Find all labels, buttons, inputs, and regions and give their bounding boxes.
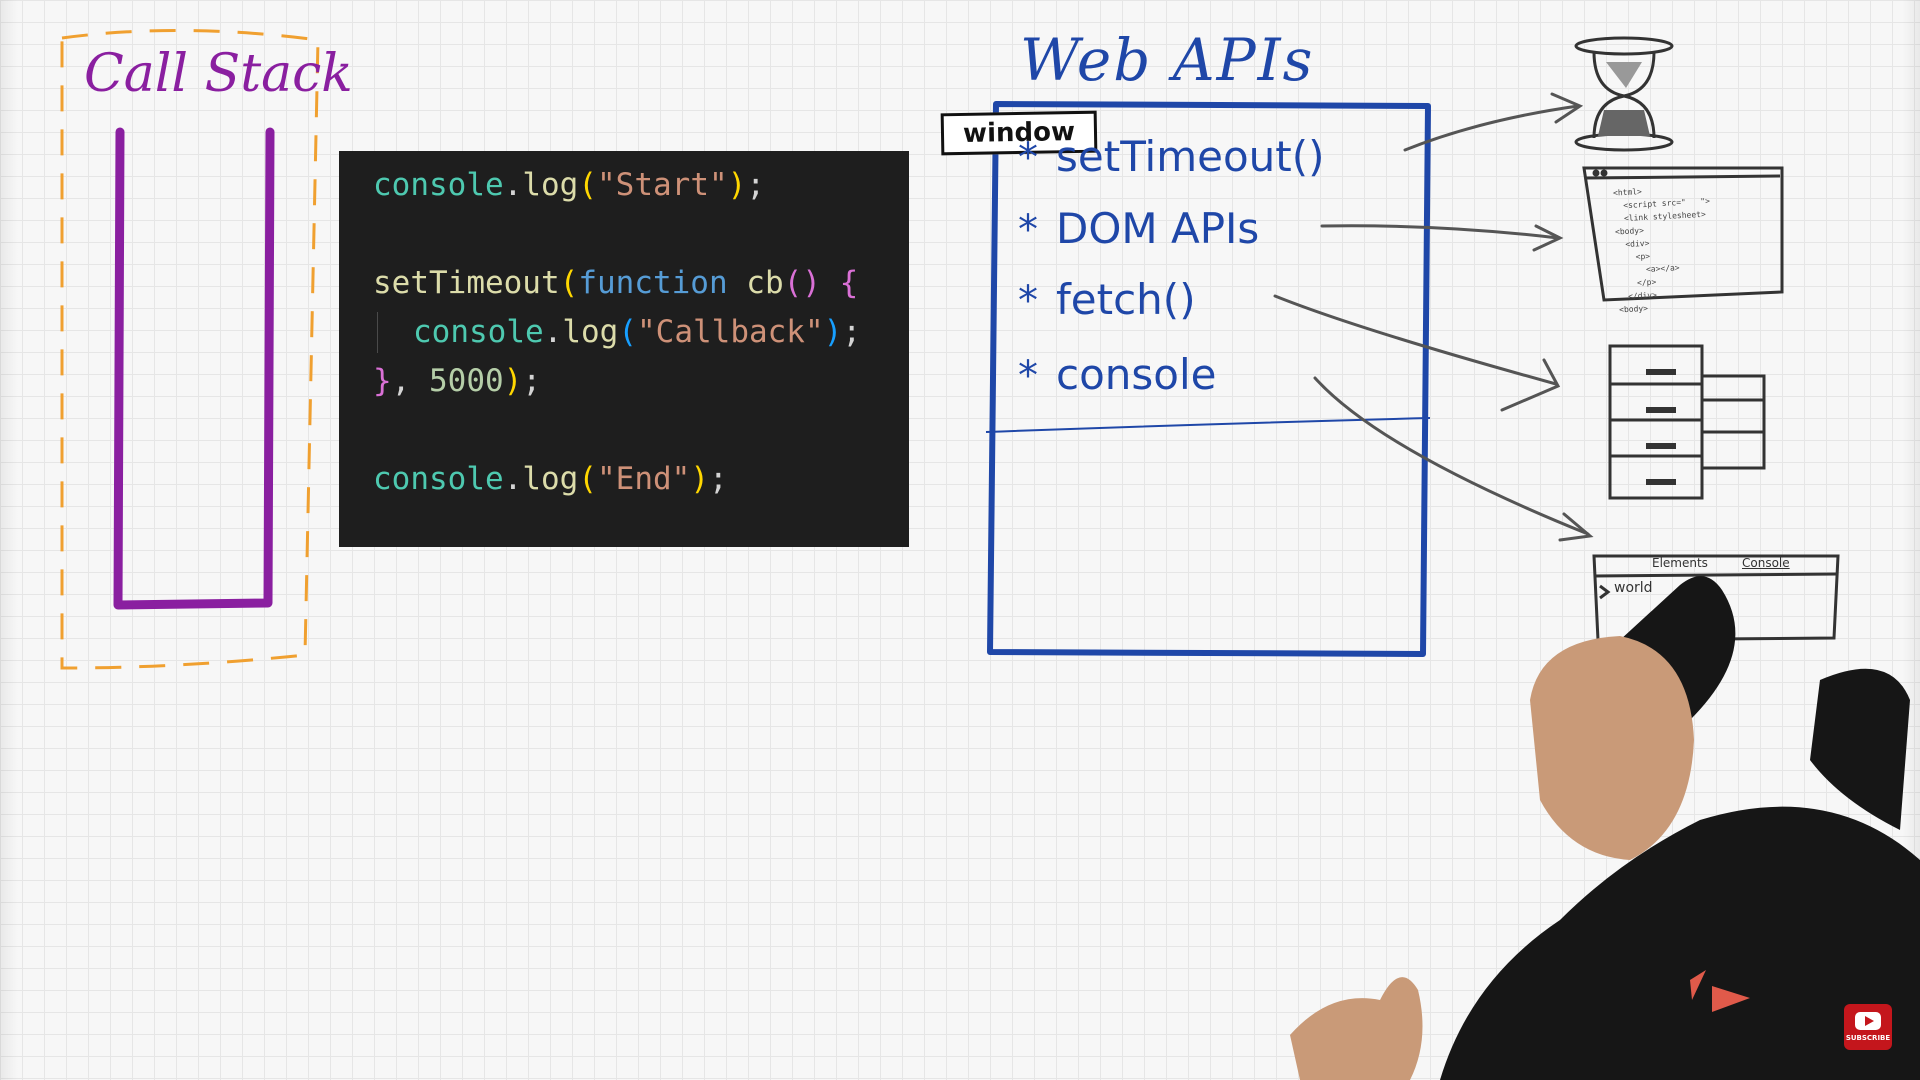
api-item-dom-apis: * DOM APIs (1018, 204, 1259, 253)
code-token: console (413, 314, 544, 350)
code-token: ) (690, 461, 709, 497)
code-token (821, 265, 840, 301)
code-token: cb (746, 265, 784, 301)
api-item-label: fetch() (1056, 275, 1196, 324)
html-sketch-text: <html> <script src=" "> <link stylesheet… (1612, 187, 1711, 315)
presenter-hand (1290, 977, 1423, 1080)
arrow-fetch (1273, 294, 1558, 386)
code-line: console.log("Start"); (339, 161, 909, 210)
arrow-dom (1320, 224, 1560, 240)
bullet-star-icon: * (1018, 207, 1038, 253)
arrow-console-head (1558, 512, 1594, 542)
code-token: log (522, 167, 579, 203)
code-token: log (562, 314, 619, 350)
arrow-settimeout (1403, 104, 1580, 152)
arrow-settimeout-head (1550, 92, 1584, 124)
code-token: "End" (597, 461, 691, 497)
code-token: . (503, 167, 523, 203)
code-editor-panel: console.log("Start");setTimeout(function… (339, 151, 909, 547)
code-token: { (839, 265, 859, 301)
code-line: console.log("Callback"); (339, 308, 909, 357)
bullet-star-icon: * (1018, 135, 1038, 181)
code-token: ( (559, 265, 579, 301)
api-item-console: * console (1018, 350, 1217, 399)
code-line: }, 5000); (339, 357, 909, 406)
code-line: console.log("End"); (339, 455, 909, 504)
code-token (728, 265, 747, 301)
api-item-settimeout: * setTimeout() (1018, 132, 1325, 181)
code-token: 5000 (429, 363, 504, 399)
code-token: } (373, 363, 392, 399)
code-token: , (391, 363, 429, 399)
code-token: . (543, 314, 563, 350)
code-token: ) (503, 363, 523, 399)
code-token: ; (746, 167, 765, 203)
code-line (339, 406, 909, 455)
html-document-icon (1582, 166, 1784, 302)
code-token: ( (578, 167, 597, 203)
code-token: . (503, 461, 523, 497)
server-icon (1608, 344, 1766, 500)
code-token: setTimeout (373, 265, 560, 301)
code-token: "Start" (597, 167, 728, 203)
web-apis-title: Web APIs (1020, 26, 1315, 94)
brand-logo-icon (1690, 970, 1750, 1012)
devtools-console-icon (1592, 554, 1840, 642)
code-token: ) (823, 314, 843, 350)
bullet-star-icon: * (1018, 353, 1038, 399)
subscribe-button[interactable]: SUBSCRIBE (1844, 1004, 1892, 1050)
devtools-tab-console: Console (1742, 556, 1790, 570)
hourglass-icon (1574, 36, 1674, 152)
left-edge-shade (0, 0, 18, 1080)
code-token: console (373, 461, 504, 497)
api-item-label: DOM APIs (1056, 204, 1260, 253)
window-divider (985, 417, 1431, 433)
devtools-tab-elements: Elements (1652, 556, 1708, 570)
code-token: console (373, 167, 504, 203)
api-item-label: console (1056, 350, 1217, 399)
code-token: ; (842, 314, 861, 350)
youtube-play-icon (1855, 1012, 1881, 1030)
code-token: log (522, 461, 579, 497)
code-token: () (783, 265, 821, 301)
code-token: ) (727, 167, 747, 203)
code-token: ; (522, 363, 541, 399)
code-token: ; (709, 461, 728, 497)
api-item-fetch: * fetch() (1018, 275, 1196, 324)
call-stack-container (113, 127, 275, 610)
presenter-face (1530, 636, 1694, 860)
code-token: function (578, 265, 728, 301)
call-stack-dashed-border (60, 28, 320, 670)
code-token: ( (618, 314, 637, 350)
code-line (339, 210, 909, 259)
code-line: setTimeout(function cb() { (339, 259, 909, 308)
code-token: ( (578, 461, 597, 497)
subscribe-label: SUBSCRIBE (1845, 1034, 1891, 1042)
arrow-console (1313, 376, 1590, 536)
arrow-dom-head (1532, 224, 1564, 252)
api-item-label: setTimeout() (1056, 132, 1325, 181)
arrow-fetch-head (1500, 358, 1561, 412)
call-stack-title: Call Stack (84, 44, 353, 104)
code-token: "Callback" (637, 314, 824, 350)
window-box (987, 101, 1431, 657)
bullet-star-icon: * (1018, 278, 1038, 324)
devtools-output: world (1614, 580, 1653, 596)
